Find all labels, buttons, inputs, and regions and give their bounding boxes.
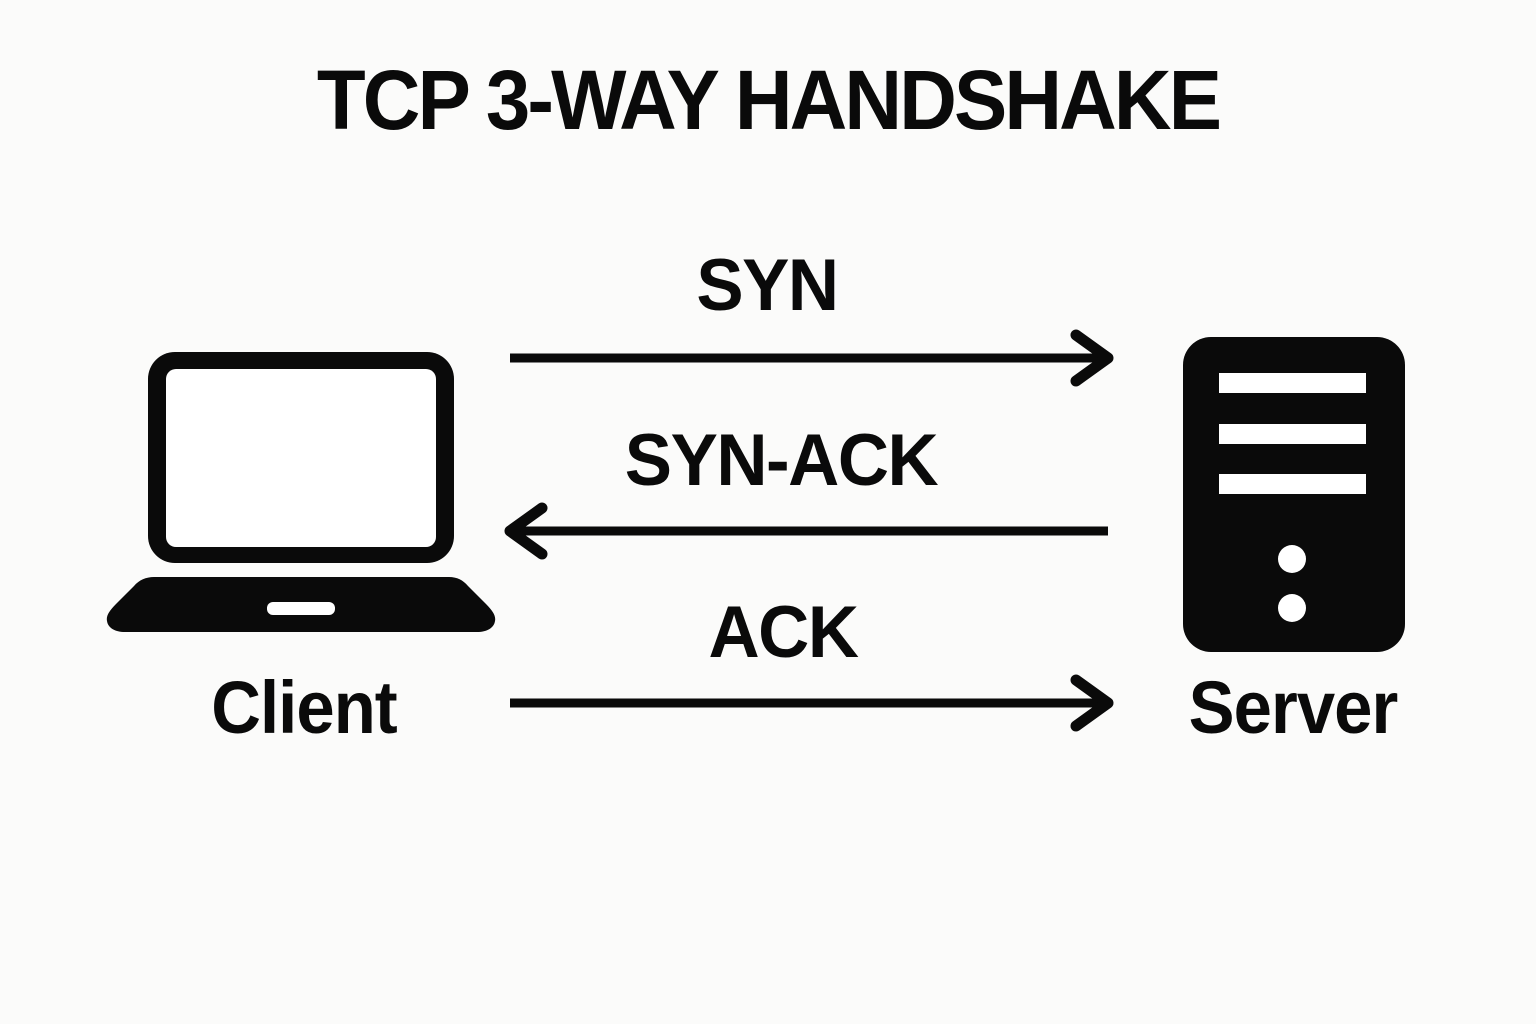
server-led-1 [1278, 545, 1306, 573]
client-label: Client [211, 666, 398, 749]
server-body [1183, 337, 1405, 652]
ack-message-label: ACK [708, 592, 858, 673]
server-slot-3 [1219, 474, 1366, 494]
laptop-screen [166, 369, 436, 547]
syn-ack-arrow [504, 502, 1108, 560]
laptop-icon [106, 352, 496, 632]
syn-ack-message-label: SYN-ACK [624, 420, 939, 501]
syn-arrow [510, 329, 1114, 387]
syn-message-label: SYN [696, 245, 839, 326]
server-tower-icon [1183, 337, 1405, 652]
server-label: Server [1188, 666, 1399, 749]
server-slot-1 [1219, 373, 1366, 393]
server-slot-2 [1219, 424, 1366, 444]
page-title: TCP 3-WAY HANDSHAKE [316, 53, 1222, 147]
laptop-trackpad-notch [267, 602, 335, 615]
server-led-2 [1278, 594, 1306, 622]
ack-arrow [510, 674, 1114, 732]
